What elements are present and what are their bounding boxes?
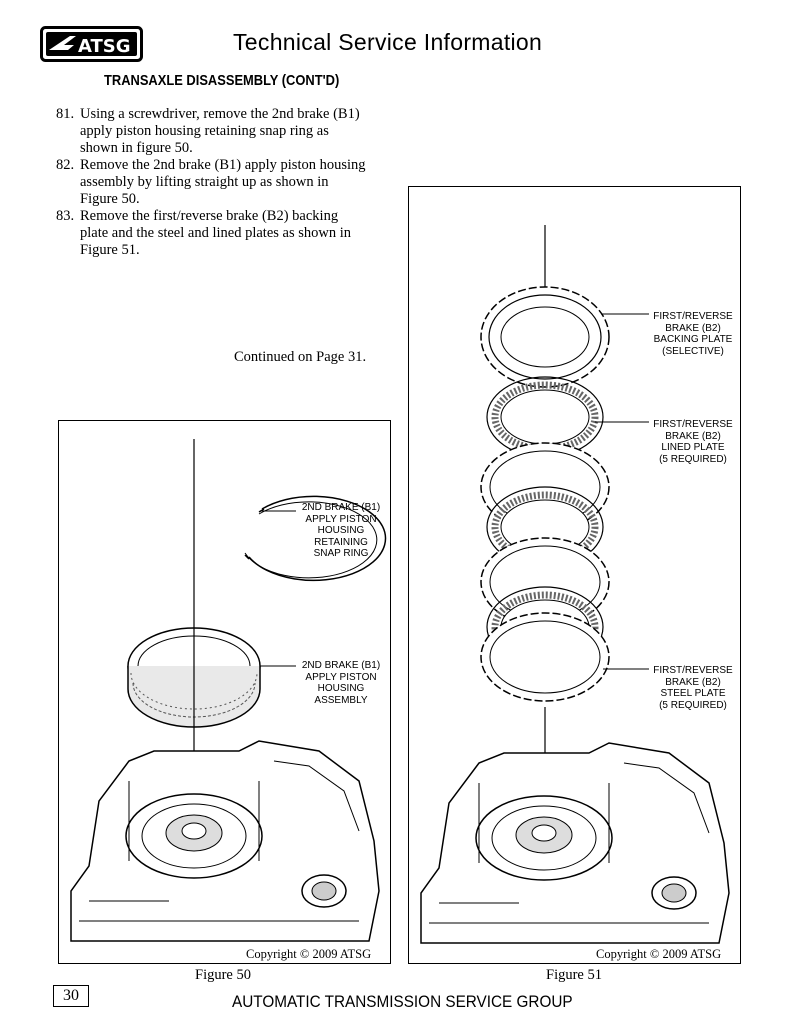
page-title: Technical Service Information [233,29,543,55]
copyright-text: Copyright © 2009 ATSG [594,947,724,962]
callout-snap-ring: 2ND BRAKE (B1) APPLY PISTON HOUSING RETA… [301,502,381,559]
figure-50: 2ND BRAKE (B1) APPLY PISTON HOUSING RETA… [58,420,391,964]
instruction-steps: 81. Using a screwdriver, remove the 2nd … [56,106,396,259]
page-number: 30 [53,985,89,1007]
step-line: assembly by lifting straight up as shown… [80,174,329,190]
step-line: Figure 50. [80,191,140,207]
step-number: 82. [56,157,75,173]
step-line: shown in figure 50. [80,140,193,156]
step-line: apply piston housing retaining snap ring… [80,123,329,139]
atsg-logo: ATSG [40,26,143,62]
step-number: 81. [56,106,75,122]
step-item: 81. Using a screwdriver, remove the 2nd … [56,106,396,157]
step-number: 83. [56,208,75,224]
logo-text: ATSG [78,36,131,57]
callout-lined-plate: FIRST/REVERSE BRAKE (B2) LINED PLATE (5 … [653,419,733,465]
figure-50-illustration [70,439,387,942]
step-line: Remove the 2nd brake (B1) apply piston h… [80,157,366,173]
step-line: Remove the first/reverse brake (B2) back… [80,208,339,224]
step-item: 82. Remove the 2nd brake (B1) apply pist… [56,157,396,208]
callout-steel-plate: FIRST/REVERSE BRAKE (B2) STEEL PLATE (5 … [653,665,733,711]
section-heading: TRANSAXLE DISASSEMBLY (CONT'D) [104,72,340,89]
step-item: 83. Remove the first/reverse brake (B2) … [56,208,396,259]
step-line: Figure 51. [80,242,140,258]
step-line: Using a screwdriver, remove the 2nd brak… [80,106,360,122]
figure-51-caption: Figure 51 [546,967,602,983]
callout-backing-plate: FIRST/REVERSE BRAKE (B2) BACKING PLATE (… [653,311,733,357]
figure-51-illustration [420,225,730,944]
callout-piston-housing: 2ND BRAKE (B1) APPLY PISTON HOUSING ASSE… [301,660,381,706]
figure-50-caption: Figure 50 [195,967,251,983]
plate-stack [480,376,610,702]
figure-51: FIRST/REVERSE BRAKE (B2) BACKING PLATE (… [408,186,741,964]
continued-note: Continued on Page 31. [234,349,367,365]
step-line: plate and the steel and lined plates as … [80,225,351,241]
footer-organization: AUTOMATIC TRANSMISSION SERVICE GROUP [232,992,573,1011]
copyright-text: Copyright © 2009 ATSG [244,947,374,962]
